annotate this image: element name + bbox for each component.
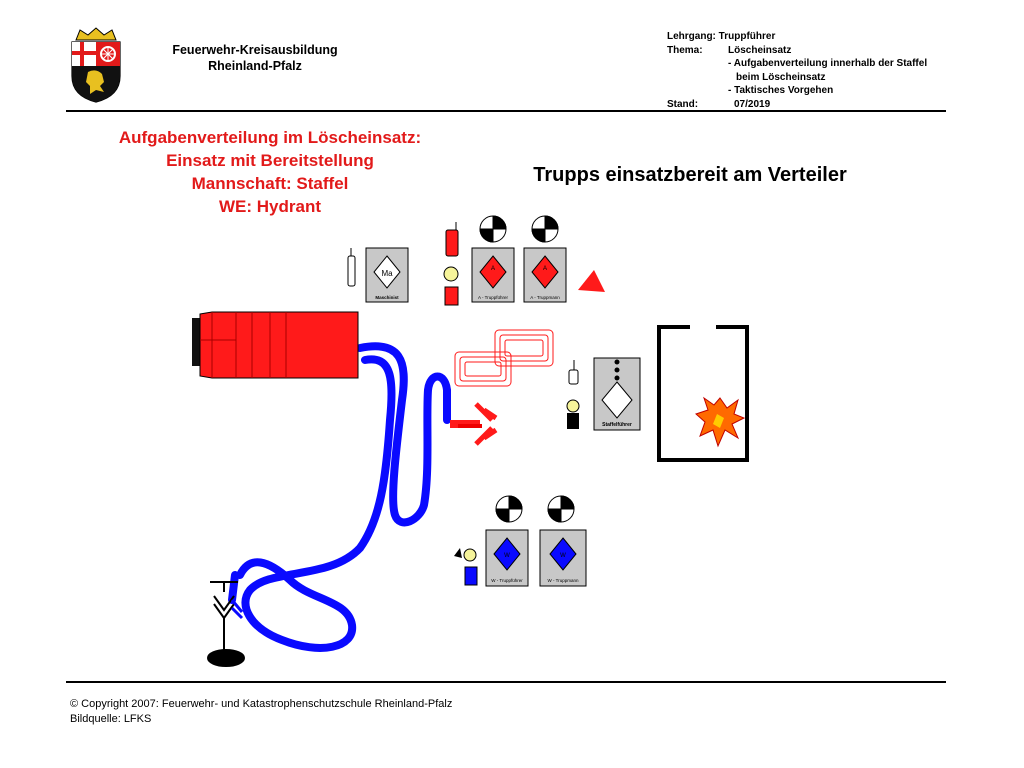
coat-of-arms-logo — [71, 27, 121, 103]
maschinist-caption: Maschinist — [375, 295, 399, 300]
hose-packs — [454, 329, 554, 387]
thema-line-4: - Taktisches Vorgehen — [728, 85, 834, 96]
copyright-text: © Copyright 2007: Feuerwehr- und Katastr… — [70, 698, 453, 710]
organization-title: Feuerwehr-Kreisausbildung Rheinland-Pfal… — [120, 42, 390, 74]
w-letter-1: W — [504, 553, 510, 559]
thema-line-2: - Aufgabenverteilung innerhalb der Staff… — [728, 58, 928, 69]
w-truppmann-caption: W - Truppmann — [547, 578, 579, 583]
footer-divider — [66, 681, 946, 683]
staffelfuehrer-group: Staffelführer — [566, 357, 641, 431]
a-truppfuehrer-card: A A - Truppführer — [471, 247, 515, 303]
org-line-2: Rheinland-Pfalz — [208, 59, 302, 73]
maschinist-group: Ma Maschinist — [347, 247, 409, 303]
a-truppfuehrer-caption: A - Truppführer — [478, 295, 509, 300]
distributor — [450, 402, 498, 446]
a-letter-2: A — [543, 266, 547, 272]
staffelfuehrer-caption: Staffelführer — [602, 422, 632, 428]
a-truppfuehrer-person — [443, 222, 459, 306]
w-letter-2: W — [560, 553, 566, 559]
maschinist-symbol-text: Ma — [381, 269, 393, 278]
stand-value: 07/2019 — [734, 98, 771, 110]
footer: © Copyright 2007: Feuerwehr- und Katastr… — [70, 697, 452, 727]
water-hose-lines — [228, 342, 451, 652]
hydrant-standpipe — [207, 581, 245, 667]
fire-engine — [192, 311, 359, 379]
header-divider — [66, 110, 946, 112]
scenario-line-3: Mannschaft: Staffel — [191, 174, 349, 193]
thema-line-3: beim Löscheinsatz — [736, 71, 826, 83]
scenario-line-2: Einsatz mit Bereitstellung — [166, 151, 374, 170]
scenario-title: Aufgabenverteilung im Löscheinsatz: Eins… — [70, 126, 470, 218]
thema-label: Thema: — [667, 44, 703, 56]
image-source-text: Bildquelle: LFKS — [70, 713, 152, 725]
burning-building — [657, 325, 749, 462]
thema-value: Löscheinsatz — [728, 44, 792, 56]
w-truppmann-card: W W - Truppmann — [539, 529, 587, 587]
w-truppfuehrer-caption: W - Truppführer — [491, 578, 523, 583]
org-line-1: Feuerwehr-Kreisausbildung — [172, 43, 338, 57]
direction-arrow — [578, 270, 605, 292]
lehrgang-text: Lehrgang: Truppführer — [667, 31, 776, 42]
a-truppmann-caption: A - Truppmann — [530, 295, 560, 300]
a-letter-1: A — [491, 266, 495, 272]
w-truppfuehrer-card: W W - Truppführer — [485, 529, 529, 587]
course-meta: Lehrgang: Truppführer Thema: Löscheinsatz… — [667, 30, 927, 111]
stand-label: Stand: — [667, 98, 699, 110]
quarter-markers — [479, 215, 575, 523]
scenario-line-4: WE: Hydrant — [219, 197, 321, 216]
a-truppmann-card: A A - Truppmann — [523, 247, 567, 303]
scenario-line-1: Aufgabenverteilung im Löscheinsatz: — [118, 128, 422, 147]
w-truppfuehrer-person — [454, 548, 478, 586]
main-heading: Trupps einsatzbereit am Verteiler — [533, 164, 847, 186]
